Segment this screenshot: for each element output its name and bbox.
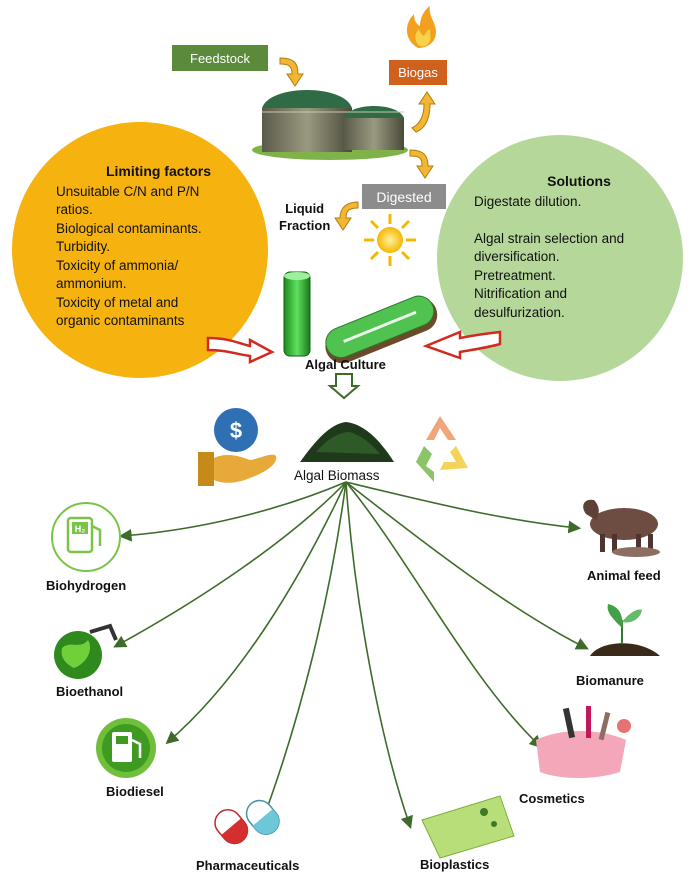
biodiesel-label: Biodiesel [106,784,164,799]
branch-bioethanol [113,481,347,648]
liquid-line: Liquid [285,201,325,216]
limiting-factors-text: Limiting factors Unsuitable C/N and P/N … [56,162,261,331]
biohydrogen-label: Biohydrogen [46,578,127,593]
limiting-line: organic contaminants [56,313,185,328]
makeup-icon [536,706,631,778]
digester-tanks-icon [252,90,408,160]
solutions-text: Solutions Digestate dilution. Algal stra… [474,172,674,322]
red-arrows [206,330,502,364]
solutions-line: Digestate dilution. [474,193,582,209]
sprout-icon [590,604,660,656]
process-arrows [279,57,436,400]
algal-biomass-label: Algal Biomass [294,468,380,483]
liquid-fraction-label: Liquid Fraction [279,200,330,234]
bioethanol-label: Bioethanol [56,684,124,699]
recycle-icon [416,416,468,482]
limiting-line: Toxicity of ammonia/ [56,257,179,273]
ethanol-globe-icon [54,623,118,679]
algal-culture-label: Algal Culture [305,357,386,372]
branch-biodiesel [165,481,347,745]
branch-bioplastics [345,481,413,830]
solutions-circle [437,135,683,381]
capsule-icon [214,799,280,845]
h2-pump-icon: H₂ [51,502,121,572]
solutions-line [474,211,674,230]
money-hand-icon: $ [198,408,277,486]
solutions-line: Algal strain selection and [474,230,625,246]
solutions-line: diversification. [474,249,560,264]
feedstock-box: Feedstock [172,45,268,71]
cosmetics-label: Cosmetics [519,791,585,806]
limiting-line: ratios. [56,202,93,217]
sun-icon [364,214,416,266]
cow-icon [583,499,660,557]
limiting-factors-circle [12,122,268,378]
branch-cosmetics [345,481,543,749]
digested-box: Digested [362,184,446,209]
bioplastic-bag-icon [421,795,515,859]
biomanure-label: Biomanure [576,673,644,688]
solutions-line: Nitrification and [474,286,568,301]
limiting-line: ammonium. [56,276,127,291]
h2-symbol: H₂ [75,524,86,534]
raceway-pond-icon [325,295,438,364]
biomass-pile-icon [300,422,394,462]
test-tube-icon [283,271,311,357]
limiting-line: Toxicity of metal and [56,294,179,310]
fuel-pump-icon [96,718,156,778]
solutions-line: Pretreatment. [474,267,556,283]
limiting-factors-title: Limiting factors [105,163,211,179]
fraction-line: Fraction [279,218,331,233]
limiting-line: Unsuitable C/N and P/N [56,183,200,199]
branch-arrows [113,481,589,830]
svg-text:$: $ [230,418,242,443]
limiting-line: Biological contaminants. [56,220,202,236]
branch-biohydrogen [118,481,347,542]
biogas-box: Biogas [389,60,447,85]
branch-pharmaceuticals [259,481,347,825]
branch-biomanure [345,481,589,650]
animal-feed-label: Animal feed [587,568,661,583]
pharmaceuticals-label: Pharmaceuticals [196,858,300,873]
branch-animal-feed [345,481,582,534]
fire-icon [406,6,436,48]
bioplastics-label: Bioplastics [420,857,490,872]
solutions-title: Solutions [547,173,611,189]
solutions-line: desulfurization. [474,304,565,320]
limiting-line: Turbidity. [56,239,111,254]
